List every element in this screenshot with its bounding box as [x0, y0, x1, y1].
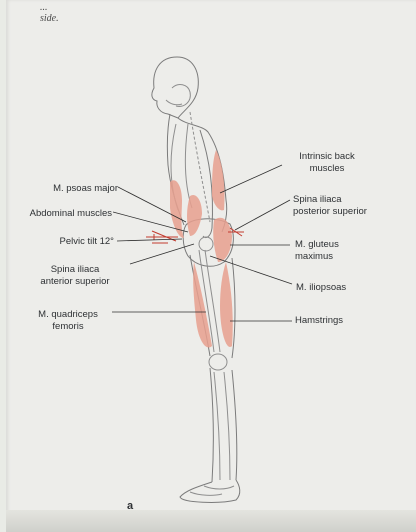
label-quadriceps: M. quadriceps femoris [20, 309, 116, 333]
label-intrinsic-back-line1: Intrinsic back [283, 151, 371, 163]
label-spina-iliaca-anterior-line1: Spina iliaca [20, 264, 130, 276]
label-iliopsoas: M. iliopsoas [296, 282, 376, 294]
label-intrinsic-back-line2: muscles [283, 163, 371, 175]
label-hamstrings: Hamstrings [295, 315, 375, 327]
panel-letter: a [127, 500, 139, 512]
label-intrinsic-back-muscles: Intrinsic back muscles [283, 151, 371, 175]
label-gluteus-line1: M. gluteus [295, 239, 375, 251]
label-abdominal-muscles: Abdominal muscles [10, 208, 112, 220]
label-spina-iliaca-anterior: Spina iliaca anterior superior [20, 264, 130, 288]
label-spina-iliaca-anterior-line2: anterior superior [20, 276, 130, 288]
label-quadriceps-line1: M. quadriceps [20, 309, 116, 321]
label-psoas-major: M. psoas major [22, 183, 118, 195]
label-gluteus-maximus: M. gluteus maximus [295, 239, 375, 263]
label-gluteus-line2: maximus [295, 251, 375, 263]
label-pelvic-tilt: Pelvic tilt 12° [22, 236, 114, 248]
label-spina-iliaca-posterior-line2: posterior superior [293, 206, 405, 218]
label-quadriceps-line2: femoris [20, 321, 116, 333]
label-spina-iliaca-posterior: Spina iliaca posterior superior [293, 194, 405, 218]
label-spina-iliaca-posterior-line1: Spina iliaca [293, 194, 405, 206]
